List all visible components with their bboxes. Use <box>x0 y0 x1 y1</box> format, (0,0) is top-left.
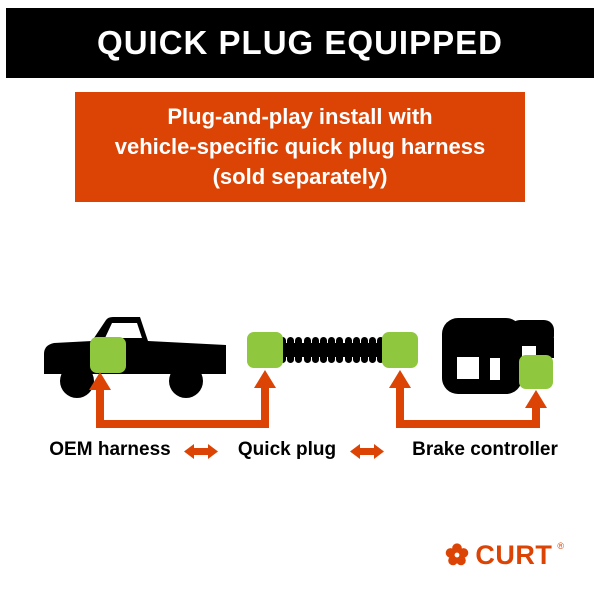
curt-logo: CURT ® <box>444 540 564 570</box>
label-quick-plug: Quick plug <box>237 439 337 460</box>
truck-front-wheel <box>60 364 94 398</box>
arrowhead-oem <box>89 372 111 390</box>
curt-logo-text: CURT <box>475 540 553 570</box>
brake-controller-icon <box>442 318 554 394</box>
truck-window <box>105 323 142 338</box>
arrowhead-quickplug-left <box>254 370 276 388</box>
brake-controller-connector <box>519 355 553 389</box>
double-arrow-icon <box>184 444 218 459</box>
label-brake-controller: Brake controller <box>412 439 558 460</box>
arrowhead-quickplug-right <box>389 370 411 388</box>
controller-arm-stub <box>536 338 554 358</box>
title-banner: QUICK PLUG EQUIPPED <box>6 8 594 78</box>
truck-rear-wheel <box>169 364 203 398</box>
truck-connector <box>90 337 126 373</box>
curt-flower-icon <box>446 543 469 566</box>
controller-slot <box>490 358 500 380</box>
right-arrow-bracket <box>396 386 540 428</box>
label-oem-harness: OEM harness <box>49 439 171 460</box>
double-arrow-icon <box>350 444 384 459</box>
left-arrow-bracket <box>96 384 269 428</box>
page-title: QUICK PLUG EQUIPPED <box>97 24 503 61</box>
truck-body <box>44 317 226 374</box>
quick-plug-right-connector <box>382 332 418 368</box>
controller-window <box>457 357 479 379</box>
arrowhead-controller <box>525 390 547 408</box>
info-box: Plug-and-play install with vehicle-speci… <box>75 92 525 202</box>
info-text: Plug-and-play install with vehicle-speci… <box>114 104 486 189</box>
quick-plug-left-connector <box>247 332 283 368</box>
registered-mark: ® <box>557 541 564 551</box>
truck-icon <box>44 317 226 398</box>
